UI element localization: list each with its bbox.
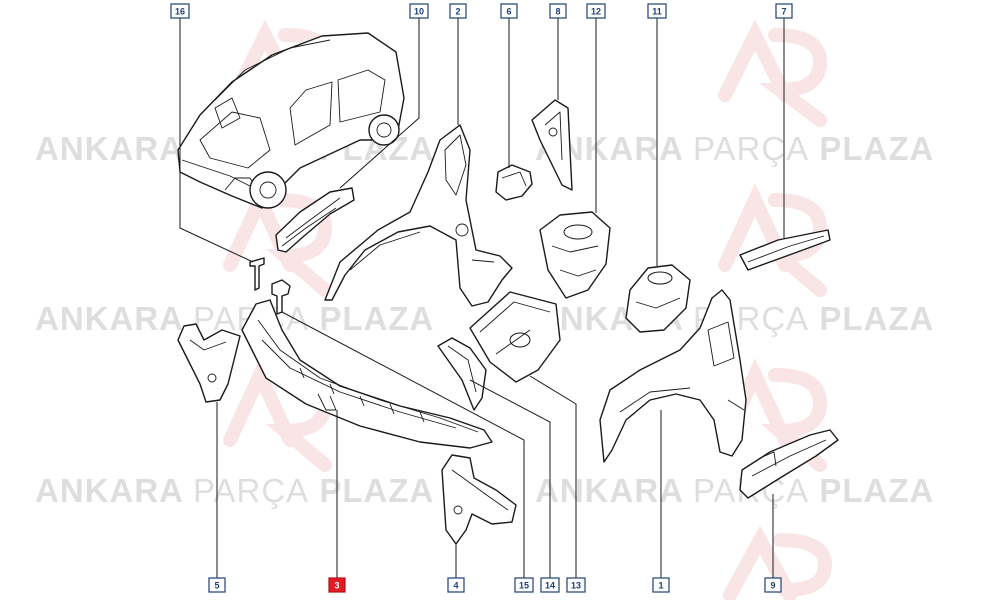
leader-16 xyxy=(179,18,254,263)
car-overview-drawing xyxy=(177,32,405,209)
leader-13 xyxy=(529,375,577,578)
callout-label: 14 xyxy=(545,581,555,591)
callout-12[interactable]: 12 xyxy=(586,3,606,19)
part-13-drawing xyxy=(469,291,561,383)
callout-15[interactable]: 15 xyxy=(514,577,534,593)
callout-label: 2 xyxy=(455,7,460,17)
part-10-drawing xyxy=(275,187,355,253)
part-15-drawing xyxy=(271,279,291,315)
callout-14[interactable]: 14 xyxy=(540,577,560,593)
callout-4[interactable]: 4 xyxy=(447,577,465,593)
callout-3[interactable]: 3 xyxy=(328,577,346,593)
callout-8[interactable]: 8 xyxy=(549,3,567,19)
callout-16[interactable]: 16 xyxy=(170,3,190,19)
part-16-drawing xyxy=(249,257,265,291)
callout-5[interactable]: 5 xyxy=(208,577,226,593)
callout-label: 5 xyxy=(214,581,219,591)
leader-10 xyxy=(339,18,420,189)
watermark-word: PLAZA xyxy=(319,472,434,509)
watermark-word: PLAZA xyxy=(819,130,934,167)
watermark-word: PARÇA xyxy=(693,130,809,167)
part-1-drawing xyxy=(599,289,747,463)
callout-label: 16 xyxy=(175,7,185,17)
callout-1[interactable]: 1 xyxy=(652,577,670,593)
watermark-word: ANKARA xyxy=(535,472,683,509)
svg-text:ANKARA PARÇA PLAZA: ANKARA PARÇA PLAZA xyxy=(535,130,934,167)
callout-label: 10 xyxy=(414,7,424,17)
callout-9[interactable]: 9 xyxy=(764,577,782,593)
watermark-word: ANKARA xyxy=(35,130,183,167)
watermark-logo xyxy=(723,525,833,600)
callout-label: 12 xyxy=(591,7,601,17)
part-5-drawing xyxy=(177,323,241,403)
callout-label: 15 xyxy=(519,581,529,591)
part-7-drawing xyxy=(739,229,831,271)
watermark-word: PLAZA xyxy=(819,300,934,337)
part-4-drawing xyxy=(441,454,517,545)
callout-label: 6 xyxy=(506,7,511,17)
watermark-logo xyxy=(718,19,828,127)
leader-15 xyxy=(281,311,525,578)
part-9-drawing xyxy=(739,429,839,499)
leader-lines xyxy=(179,18,785,578)
part-2-drawing xyxy=(324,124,513,307)
part-12-drawing xyxy=(539,211,611,299)
watermark-word: ANKARA xyxy=(35,472,183,509)
callout-13[interactable]: 13 xyxy=(566,577,586,593)
callout-10[interactable]: 10 xyxy=(409,3,429,19)
leader-14 xyxy=(469,379,551,578)
callout-label: 8 xyxy=(555,7,560,17)
svg-text:ANKARA PARÇA PLAZA: ANKARA PARÇA PLAZA xyxy=(35,472,434,509)
callout-label: 1 xyxy=(658,581,663,591)
svg-text:ANKARA PARÇA PLAZA: ANKARA PARÇA PLAZA xyxy=(35,300,434,337)
callouts: 16 10 2 6 8 12 11 7 5 3 4 15 14 13 1 9 xyxy=(170,3,793,593)
callout-label: 7 xyxy=(781,7,786,17)
part-14-drawing xyxy=(437,337,487,411)
callout-label: 11 xyxy=(652,7,662,17)
part-11-drawing xyxy=(625,264,691,333)
watermark-word: PLAZA xyxy=(319,300,434,337)
callout-label: 9 xyxy=(770,581,775,591)
callout-6[interactable]: 6 xyxy=(500,3,518,19)
callout-label: 4 xyxy=(453,581,458,591)
svg-text:ANKARA PARÇA PLAZA: ANKARA PARÇA PLAZA xyxy=(535,472,934,509)
watermark-word: ANKARA xyxy=(35,300,183,337)
part-6-drawing xyxy=(495,164,533,201)
part-8-drawing xyxy=(531,99,573,191)
callout-2[interactable]: 2 xyxy=(449,3,467,19)
watermark-word: PLAZA xyxy=(819,472,934,509)
callout-label: 3 xyxy=(334,581,339,591)
watermark-word: PARÇA xyxy=(193,472,309,509)
callout-11[interactable]: 11 xyxy=(647,3,667,19)
callout-label: 13 xyxy=(571,581,581,591)
part-3-drawing xyxy=(241,299,493,449)
callout-7[interactable]: 7 xyxy=(775,3,793,19)
